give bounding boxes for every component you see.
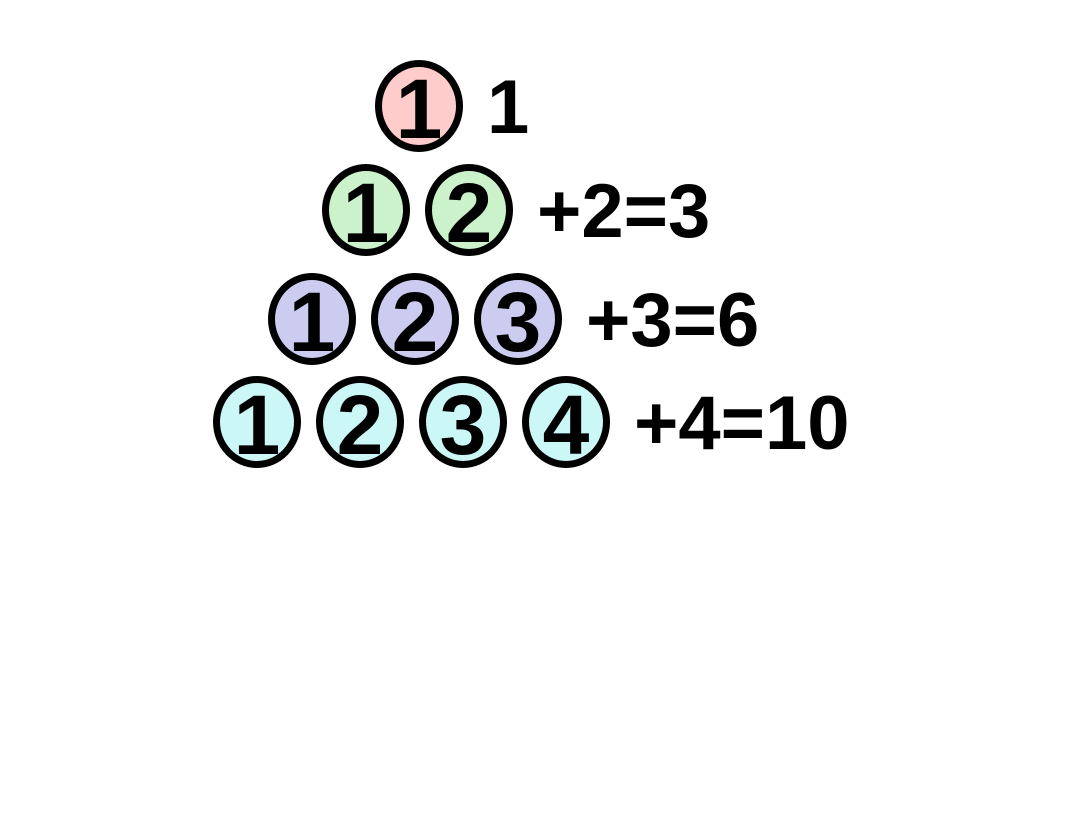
row-sum-label: +3=6 <box>586 278 760 363</box>
number-circle: 4 <box>522 376 610 468</box>
number-circle: 3 <box>474 273 562 365</box>
number-circle: 1 <box>322 164 410 256</box>
circle-number: 2 <box>391 275 439 369</box>
number-circle: 3 <box>419 376 507 468</box>
number-circle: 1 <box>375 60 463 152</box>
row-sum-label: 1 <box>487 65 530 150</box>
circle-number: 1 <box>288 275 336 369</box>
row-sum-label: +4=10 <box>634 381 850 466</box>
circle-number: 3 <box>439 378 487 472</box>
circle-number: 2 <box>336 378 384 472</box>
circle-number: 1 <box>233 378 281 472</box>
circle-number: 1 <box>395 62 443 156</box>
circle-number: 1 <box>342 166 390 260</box>
number-circle: 2 <box>425 164 513 256</box>
number-circle: 1 <box>268 273 356 365</box>
row-sum-label: +2=3 <box>537 169 711 254</box>
number-circle: 2 <box>371 273 459 365</box>
circle-number: 3 <box>494 275 542 369</box>
number-circle: 1 <box>213 376 301 468</box>
circle-number: 4 <box>542 378 590 472</box>
number-circle: 2 <box>316 376 404 468</box>
circle-number: 2 <box>445 166 493 260</box>
